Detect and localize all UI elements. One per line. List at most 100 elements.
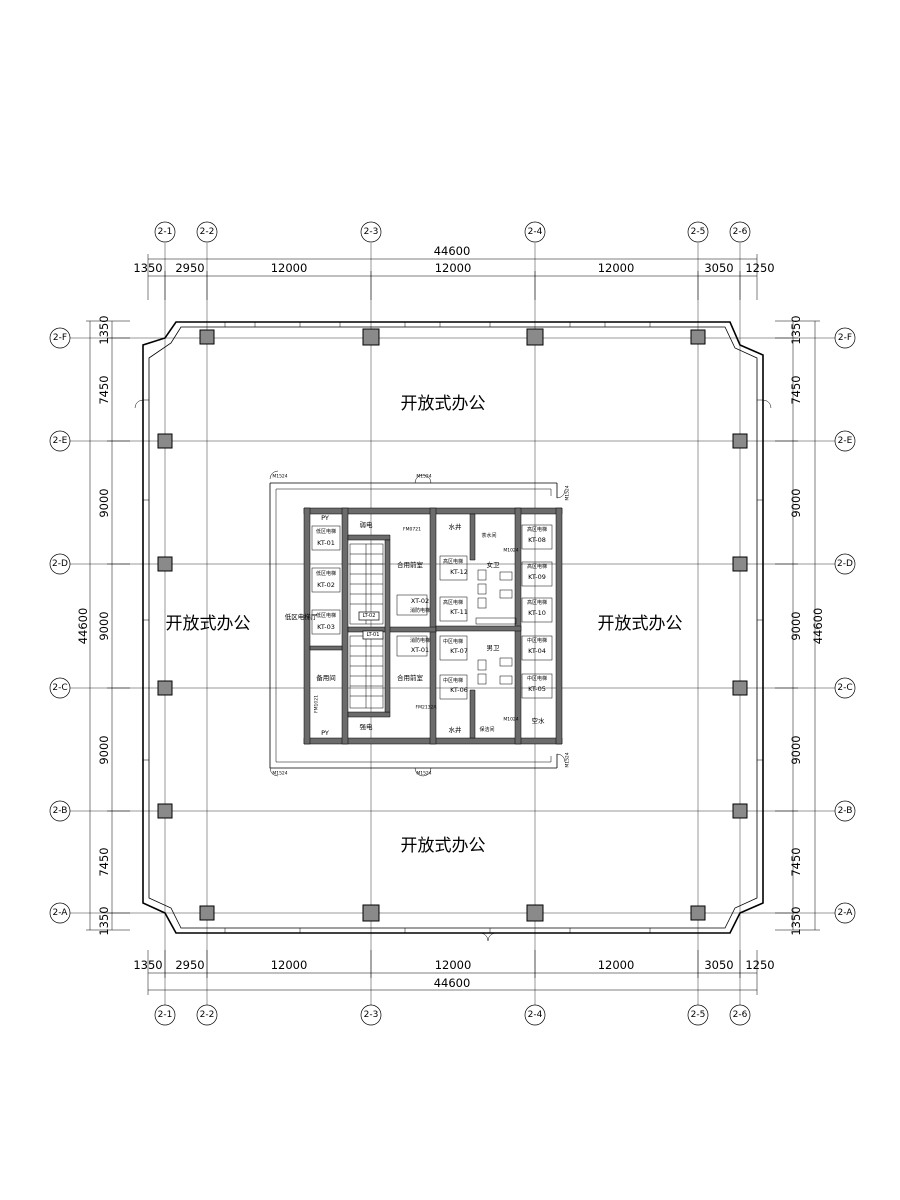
axis-label-2-F-right: 2-F <box>838 333 852 343</box>
dim-top-seg-7: 1250 <box>745 261 774 275</box>
spare-room-label: 备用间 <box>316 673 336 682</box>
door-tag-top-left: M1524 <box>272 474 287 480</box>
dim-right-seg-3: 9000 <box>789 488 803 517</box>
axis-label-2-5-top: 2-5 <box>691 227 706 237</box>
dim-bottom-seg-7: 1250 <box>745 958 774 972</box>
door-tag-top-middle: M1524 <box>416 474 431 480</box>
dim-left-seg-3: 9000 <box>97 488 111 517</box>
elevator-kt10: KT-10 <box>528 609 546 617</box>
shared-front-lower: 合用前室 <box>397 673 424 682</box>
dim-top-seg-2: 2950 <box>175 261 204 275</box>
dim-top-seg-4: 12000 <box>435 261 472 275</box>
shared-front-upper: 合用前室 <box>397 560 424 569</box>
axis-label-2-A-left: 2-A <box>53 908 69 918</box>
dim-right-total: 44600 <box>811 608 825 645</box>
axis-label-2-C-right: 2-C <box>837 683 852 693</box>
air-water-room: 空水 <box>532 716 546 725</box>
axis-label-2-5-bottom: 2-5 <box>691 1010 706 1020</box>
low-elev-label-1: 低区电梯 <box>316 528 336 535</box>
door-tag-m1024-lower: M1024 <box>503 717 518 723</box>
mens-restroom: 男卫 <box>487 644 501 652</box>
strong-elec-room: 强电 <box>360 722 374 731</box>
axis-label-2-2-bottom: 2-2 <box>200 1010 215 1020</box>
axis-label-2-B-right: 2-B <box>838 806 853 816</box>
structural-columns <box>157 328 748 922</box>
dim-right-seg-1: 1350 <box>789 315 803 344</box>
dim-bottom-seg-2: 2950 <box>175 958 204 972</box>
stair-lower <box>349 635 384 709</box>
axis-label-2-6-top: 2-6 <box>733 227 748 237</box>
stair-lt02: LT-02 <box>363 613 376 619</box>
dim-bottom-seg-1: 1350 <box>133 958 162 972</box>
axis-label-2-3-top: 2-3 <box>364 227 379 237</box>
elevator-kt08: KT-08 <box>528 536 546 544</box>
womens-restroom: 女卫 <box>487 560 501 569</box>
dim-right-seg-4: 9000 <box>789 611 803 640</box>
dim-left-seg-5: 9000 <box>97 735 111 764</box>
dim-top-total: 44600 <box>434 244 471 258</box>
dim-left-seg-7: 1350 <box>97 906 111 935</box>
door-tag-bottom-right: M1524 <box>565 752 571 767</box>
stair-lt01: LT-01 <box>367 632 380 638</box>
dim-top-seg-3: 12000 <box>271 261 308 275</box>
axis-label-2-F-left: 2-F <box>53 333 67 343</box>
high-elev-label-2: 高区电梯 <box>443 599 463 606</box>
dim-right-seg-5: 9000 <box>789 735 803 764</box>
room-label-office-south: 开放式办公 <box>401 836 486 856</box>
building-envelope <box>134 321 772 942</box>
column-bubbles-top: 2-1 2-2 2-3 2-4 2-5 2-6 <box>154 221 751 243</box>
dim-right-seg-2: 7450 <box>789 375 803 404</box>
elevator-xt02: XT-02 <box>411 597 429 605</box>
axis-label-2-2-top: 2-2 <box>200 227 215 237</box>
water-well-lower: 水井 <box>449 725 463 734</box>
door-tag-top-right: M1524 <box>565 485 571 500</box>
elevator-kt12: KT-12 <box>450 568 468 576</box>
room-label-office-east: 开放式办公 <box>598 614 683 634</box>
tea-room-label: 茶水间 <box>481 532 496 539</box>
dim-left-seg-4: 9000 <box>97 611 111 640</box>
mid-elev-label-1: 中区电梯 <box>443 638 463 645</box>
low-elev-hall-label: 低区电梯厅 <box>285 612 318 621</box>
dimensions-top: 44600 1350 2950 12000 12000 12000 3050 1… <box>133 244 775 300</box>
row-bubbles-left: 2-F 2-E 2-D 2-C 2-B 2-A <box>49 327 71 924</box>
dim-bottom-total: 44600 <box>434 976 471 990</box>
axis-label-2-4-top: 2-4 <box>528 227 543 237</box>
axis-label-2-6-bottom: 2-6 <box>733 1010 748 1020</box>
axis-label-2-E-left: 2-E <box>53 436 68 446</box>
axis-label-2-D-left: 2-D <box>52 559 68 569</box>
elevator-kt11: KT-11 <box>450 608 468 616</box>
elevator-kt02: KT-02 <box>317 581 335 589</box>
stair-upper <box>349 543 384 625</box>
weak-elec-room: 弱电 <box>360 520 374 529</box>
room-label-office-west: 开放式办公 <box>166 614 251 634</box>
dim-right-seg-6: 7450 <box>789 847 803 876</box>
low-elev-label-2: 低区电梯 <box>316 570 336 577</box>
dim-right-seg-7: 1350 <box>789 906 803 935</box>
dim-left-total: 44600 <box>76 608 90 645</box>
elevator-kt05: KT-05 <box>528 685 546 693</box>
door-tag-fm2: FM1021 <box>314 695 320 713</box>
dimensions-left: 44600 1350 7450 9000 9000 9000 7450 1350 <box>76 315 130 936</box>
mid-elev-label-3: 中区电梯 <box>527 637 547 644</box>
axis-label-2-4-bottom: 2-4 <box>528 1010 543 1020</box>
elevator-kt07: KT-07 <box>450 647 468 655</box>
pf-top: PY <box>321 514 329 522</box>
fire-elev-label-1: 消防电梯 <box>410 607 430 614</box>
axis-label-2-E-right: 2-E <box>838 436 853 446</box>
high-elev-label-3: 高区电梯 <box>527 526 547 533</box>
dim-left-seg-2: 7450 <box>97 375 111 404</box>
axis-label-2-1-bottom: 2-1 <box>158 1010 173 1020</box>
dim-bottom-seg-3: 12000 <box>271 958 308 972</box>
axis-label-2-1-top: 2-1 <box>158 227 173 237</box>
dim-bottom-seg-4: 12000 <box>435 958 472 972</box>
pf-bottom: PY <box>321 729 329 737</box>
dim-bottom-seg-5: 12000 <box>598 958 635 972</box>
elevator-kt06: KT-06 <box>450 686 468 694</box>
mid-elev-label-2: 中区电梯 <box>443 677 463 684</box>
row-bubbles-right: 2-F 2-E 2-D 2-C 2-B 2-A <box>834 327 856 924</box>
axis-label-2-D-right: 2-D <box>837 559 853 569</box>
elevator-kt03: KT-03 <box>317 623 335 631</box>
room-label-office-north: 开放式办公 <box>401 394 486 414</box>
axis-label-2-B-left: 2-B <box>53 806 68 816</box>
